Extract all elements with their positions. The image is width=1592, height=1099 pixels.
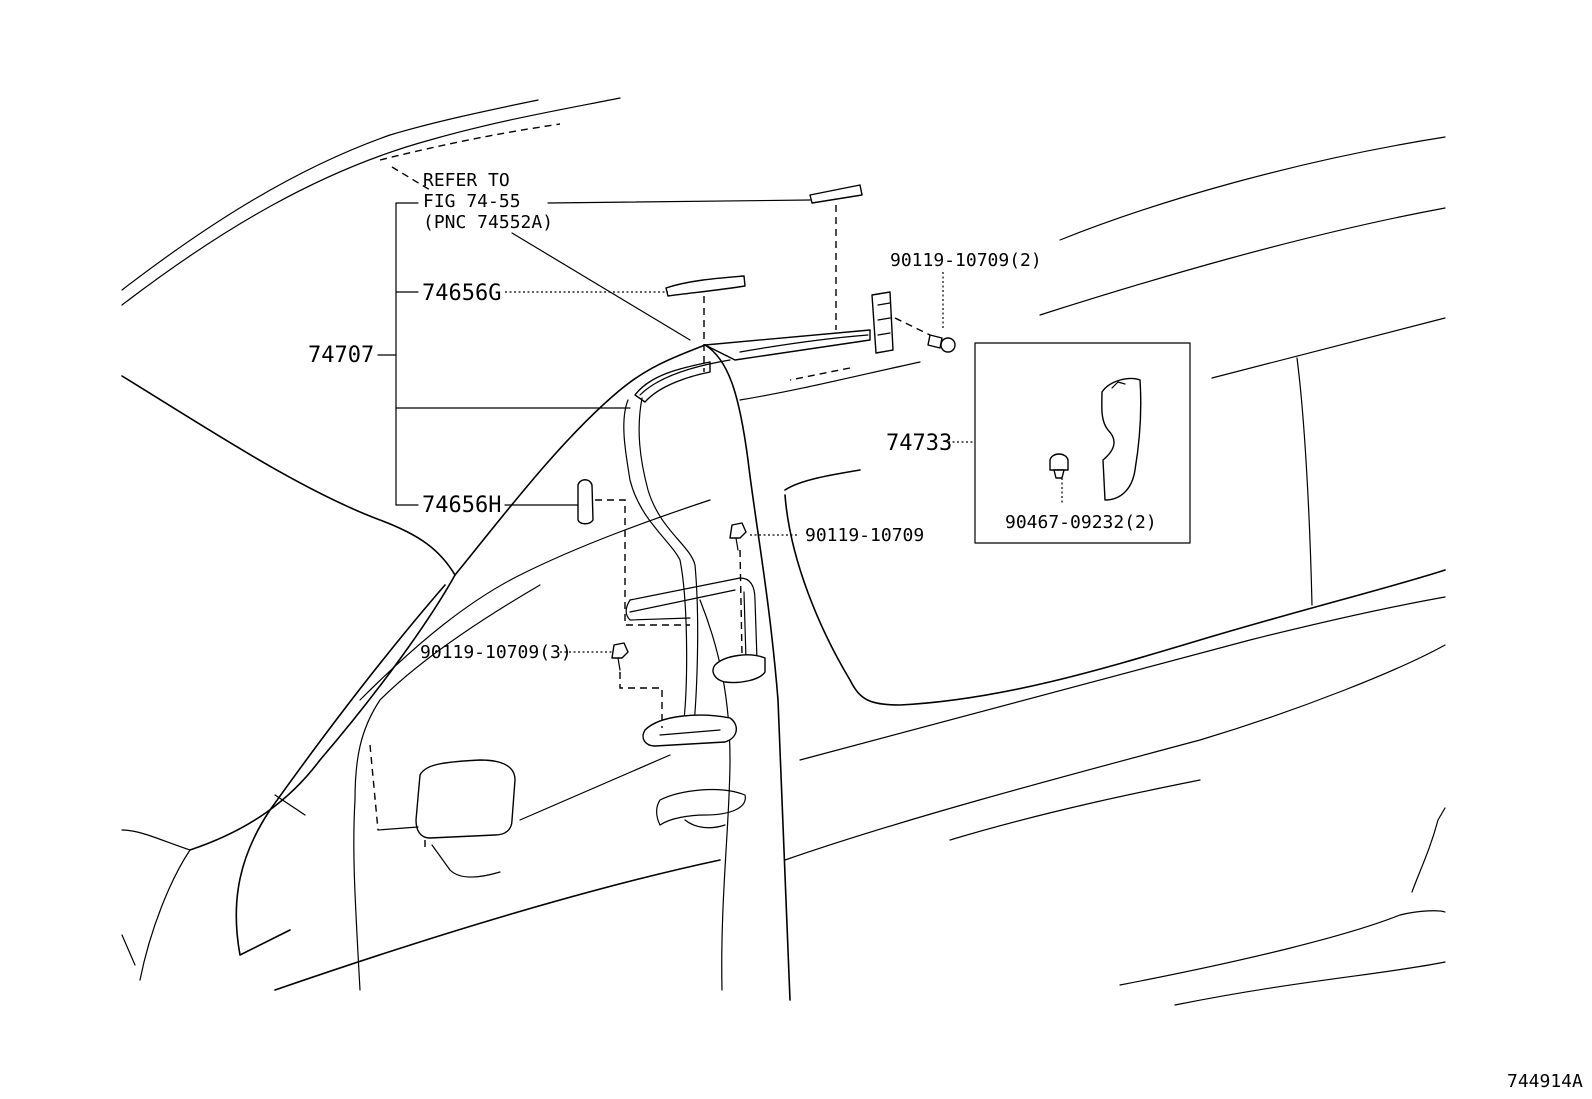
refer-note-line2: FIG 74-55 — [423, 191, 521, 212]
label-part-h: 74656H — [422, 493, 501, 518]
bolt-mid-icon — [729, 522, 747, 551]
figure-id: 744914A — [1507, 1071, 1583, 1092]
fasteners — [611, 334, 956, 671]
leader-lines — [377, 166, 1063, 728]
label-bolt-lower: 90119-10709(3) — [420, 642, 572, 663]
label-clip: 90467-09232(2) — [1005, 512, 1157, 533]
labels: REFER TO FIG 74-55 (PNC 74552A) 74707 74… — [308, 170, 1583, 1092]
refer-note-line1: REFER TO — [423, 170, 510, 191]
clip-icon — [1049, 453, 1069, 479]
label-bolt-mid: 90119-10709 — [805, 525, 924, 546]
label-assembly: 74707 — [308, 343, 374, 368]
inset-74733 — [974, 342, 1191, 544]
label-bolt-top: 90119-10709(2) — [890, 250, 1042, 271]
garnish-parts — [577, 184, 863, 525]
assist-rail-assembly — [623, 291, 894, 747]
refer-note-line3: (PNC 74552A) — [423, 212, 553, 233]
label-cover: 74733 — [886, 431, 952, 456]
bolt-top-icon — [927, 334, 956, 353]
bolt-lower-icon — [611, 642, 629, 671]
vehicle-body-outline — [121, 97, 1446, 1006]
label-part-g: 74656G — [422, 281, 501, 306]
